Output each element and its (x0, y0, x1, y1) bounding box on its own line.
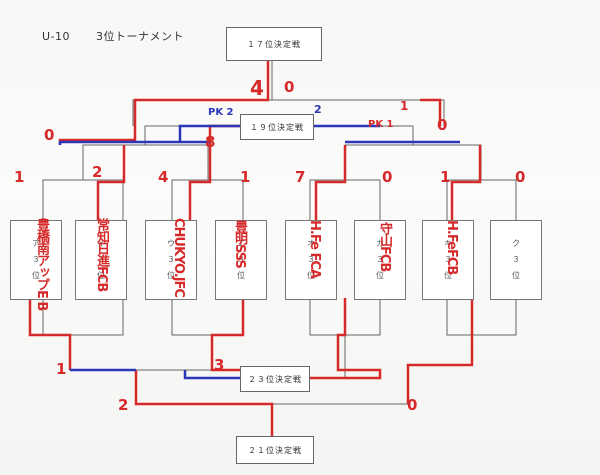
score-i: 2 (92, 163, 103, 181)
score-23-right: 3 (214, 356, 225, 374)
slot-label: オ (307, 239, 315, 248)
team-box-e: エ ３ 位 (215, 220, 267, 300)
score-u: 4 (158, 168, 169, 186)
match-23rd-place: ２３位決定戦 (240, 366, 310, 392)
score-21-right: 0 (407, 396, 418, 414)
score-a: 1 (14, 168, 25, 186)
team-name-i: 常知日進FCB (94, 218, 109, 292)
pk-lines (58, 124, 460, 380)
match-19th-place: １９位決定戦 (240, 114, 314, 140)
rank-label: ３ (32, 255, 40, 264)
team-name-a: 豊橋南アップE B (34, 218, 49, 311)
team-box-u: ウ ３ 位 (145, 220, 197, 300)
division-label: U-10 (42, 30, 71, 43)
rank-suffix: 位 (307, 271, 315, 280)
pk-19-right: 2 (314, 103, 322, 116)
score-e: 1 (240, 168, 251, 186)
rank-label: ３ (97, 255, 105, 264)
score-ka: 0 (382, 168, 393, 186)
score-19-right-o: 0 (437, 116, 448, 134)
rank-label: ３ (237, 255, 245, 264)
team-box-i: イ ３ 位 (75, 220, 127, 300)
rank-label: ３ (376, 255, 384, 264)
score-23-left: 1 (56, 360, 67, 378)
slot-label: イ (97, 239, 105, 248)
team-name-e: 豊明SSS (232, 220, 247, 268)
score-17-right: 0 (284, 78, 295, 96)
slot-label: エ (237, 239, 245, 248)
team-box-ki: キ ３ 位 (422, 220, 474, 300)
score-ki: 1 (440, 168, 451, 186)
rank-label: ３ (307, 255, 315, 264)
slot-label: ク (512, 239, 520, 248)
team-box-a: ア ３ 位 (10, 220, 62, 300)
rank-suffix: 位 (512, 271, 520, 280)
team-name-u: CHUKYO.JFC (171, 218, 186, 297)
rank-suffix: 位 (237, 271, 245, 280)
score-ku: 0 (515, 168, 526, 186)
slot-label: ア (32, 239, 40, 248)
team-box-ka: カ ３ 位 (354, 220, 406, 300)
team-box-ku: ク ３ 位 (490, 220, 542, 300)
score-o: 7 (295, 168, 306, 186)
team-name-o: H.Fe FCA (307, 220, 322, 278)
pk-19-right-label: PK 1 (368, 119, 394, 130)
rank-label: ３ (444, 255, 452, 264)
rank-suffix: 位 (32, 271, 40, 280)
rank-label: ３ (512, 255, 520, 264)
rank-suffix: 位 (376, 271, 384, 280)
team-box-o: オ ３ 位 (285, 220, 337, 300)
pk-19-right-score: 1 (400, 99, 409, 113)
tournament-subtitle: 3位トーナメント (96, 30, 185, 43)
slot-label: キ (444, 239, 452, 248)
match-17th-place: １７位決定戦 (226, 27, 322, 61)
team-name-ki: H.FeFCB (444, 220, 459, 275)
score-19-right: 8 (205, 133, 216, 151)
rank-suffix: 位 (167, 271, 175, 280)
slot-label: カ (376, 239, 384, 248)
rank-suffix: 位 (97, 271, 105, 280)
pk-19-left: PK 2 (208, 107, 234, 118)
slot-label: ウ (167, 239, 175, 248)
score-17-left: 4 (250, 76, 264, 100)
rank-label: ３ (167, 255, 175, 264)
match-21st-place: ２１位決定戦 (236, 436, 314, 464)
score-21-left: 2 (118, 396, 129, 414)
score-19-left: 0 (44, 126, 55, 144)
team-name-ka: 守山FCB (377, 222, 392, 272)
sheet-title: U-10 3位トーナメント (42, 28, 184, 44)
rank-suffix: 位 (444, 271, 452, 280)
